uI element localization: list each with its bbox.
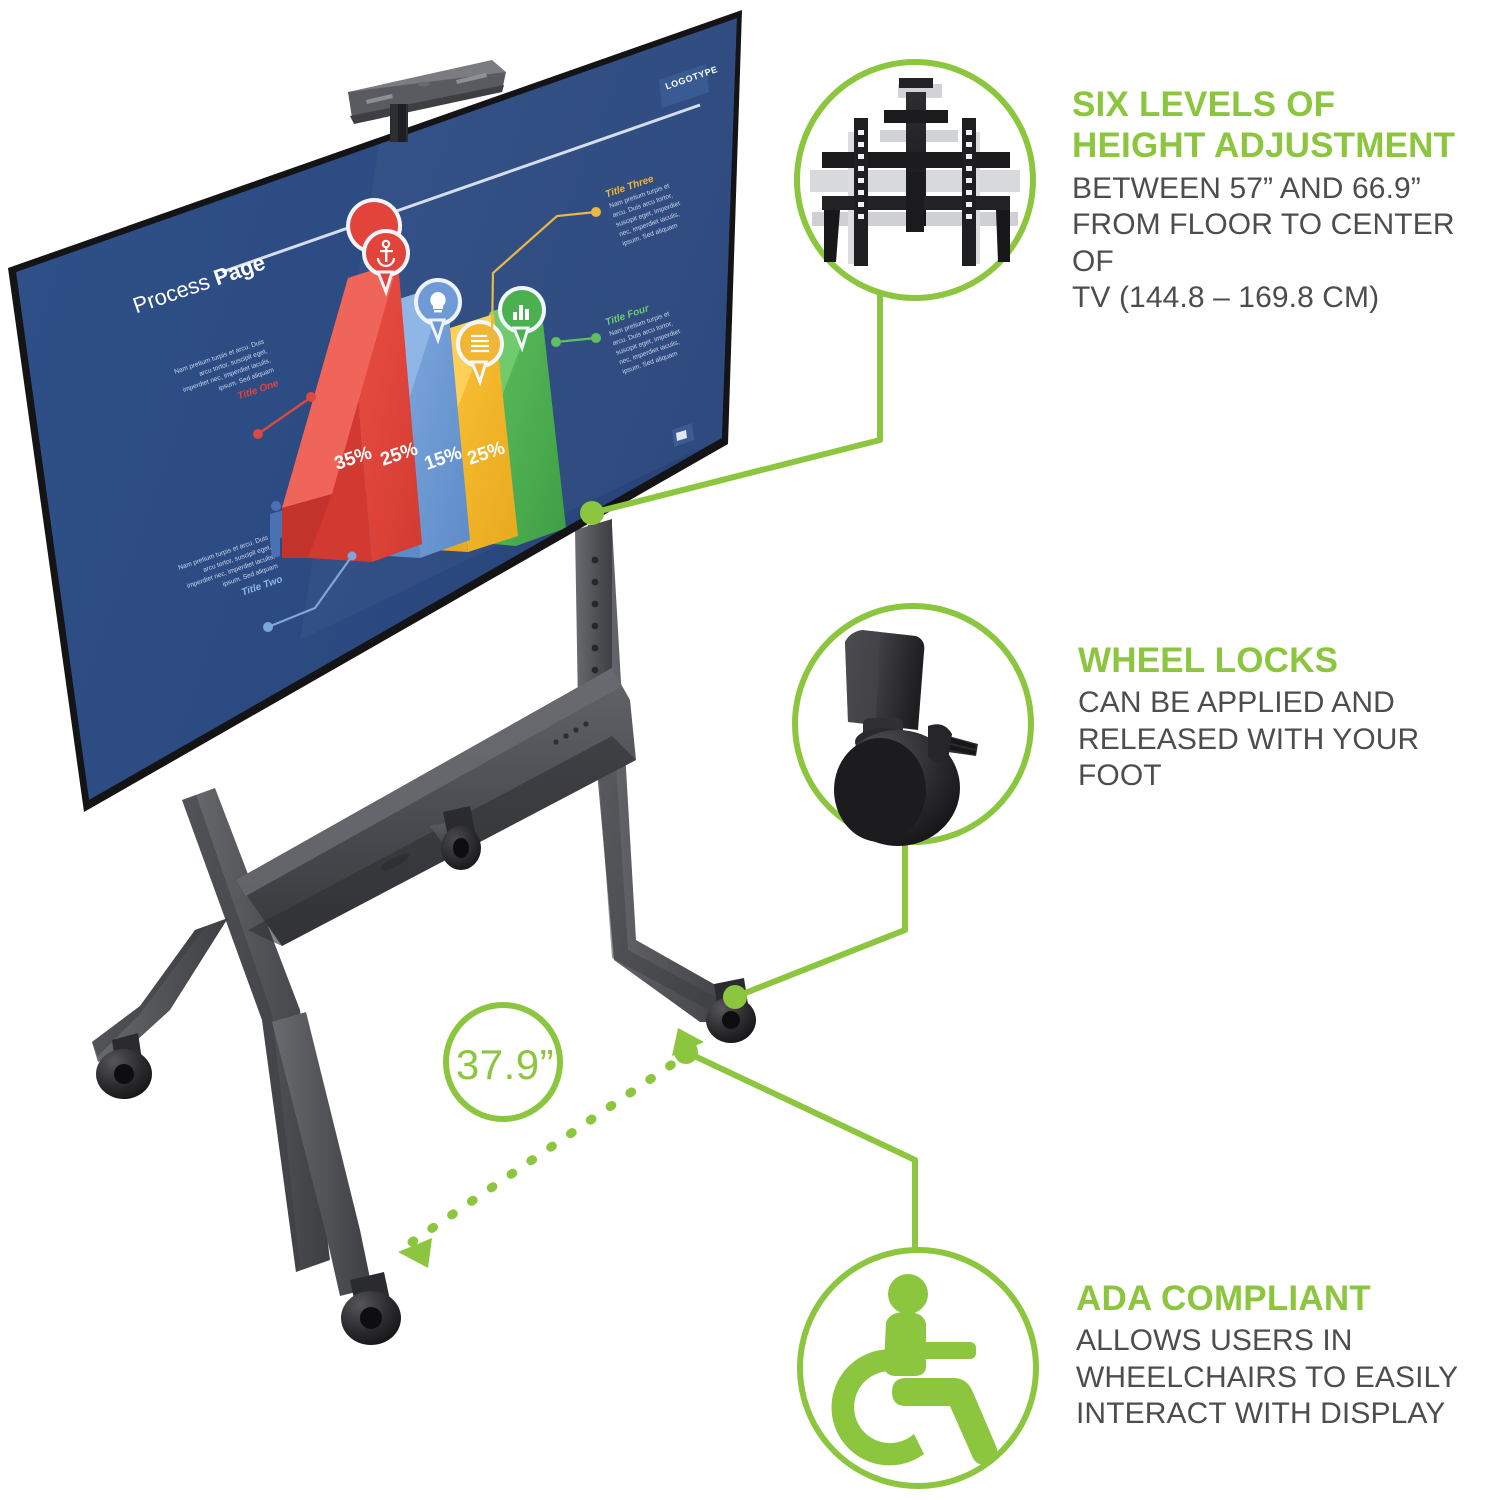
callout-ada-body: ALLOWS USERS IN WHEELCHAIRS TO EASILY IN… bbox=[1076, 1323, 1476, 1433]
slide-leader-title-three bbox=[487, 207, 601, 341]
bar-title-one bbox=[282, 262, 422, 562]
callout-height-title: SIX LEVELS OF HEIGHT ADJUSTMENT bbox=[1072, 84, 1482, 167]
slide-title-regular: Process bbox=[129, 266, 219, 319]
tv-wall-mount-bracket-icon bbox=[810, 78, 1020, 266]
callout-wheel-body: CAN BE APPLIED AND RELEASED WITH YOUR FO… bbox=[1078, 685, 1478, 795]
callout-height-body-line-3: TV (144.8 – 169.8 CM) bbox=[1072, 281, 1380, 315]
caster-wheel-lock-icon bbox=[834, 630, 978, 846]
callout-wheel-body-line-2: RELEASED WITH YOUR FOOT bbox=[1078, 722, 1420, 793]
callout-ada-compliant: ADA COMPLIANT ALLOWS USERS IN WHEELCHAIR… bbox=[1076, 1278, 1476, 1433]
pin-lightbulb bbox=[414, 278, 462, 345]
callout-ada-body-line-3: INTERACT WITH DISPLAY bbox=[1076, 1397, 1446, 1431]
wheelchair-accessibility-icon bbox=[831, 1274, 998, 1466]
stand-base-left-leg bbox=[92, 918, 228, 1062]
callout-ada-body-line-2: WHEELCHAIRS TO EASILY bbox=[1076, 1360, 1459, 1394]
slide-title-bold: Page bbox=[210, 249, 269, 291]
callout-2-icon-circle bbox=[792, 603, 1034, 846]
height-adjustment-holes bbox=[591, 556, 599, 674]
slide-leader-title-two bbox=[263, 551, 357, 632]
base-width-label: 37.9” bbox=[455, 1041, 555, 1088]
pin-anchor bbox=[346, 198, 410, 297]
anchor-dot-height bbox=[580, 501, 604, 525]
callout-height-title-line-2: HEIGHT ADJUSTMENT bbox=[1072, 126, 1456, 166]
tv-cart-stand bbox=[92, 519, 756, 1345]
callout-ada-body-line-1: ALLOWS USERS IN bbox=[1076, 1324, 1353, 1358]
accessory-tray bbox=[236, 668, 636, 946]
list-icon bbox=[471, 334, 489, 353]
callout-height-body-line-1: BETWEEN 57” AND 66.9” bbox=[1072, 171, 1421, 205]
base-width-dimension bbox=[398, 1002, 704, 1268]
bar-chart-icon bbox=[513, 305, 529, 320]
slide-artwork: 35% 25% 15% 25% bbox=[221, 64, 709, 632]
callout-height-body: BETWEEN 57” AND 66.9” FROM FLOOR TO CENT… bbox=[1072, 171, 1482, 317]
caster-wheel-front bbox=[341, 1272, 401, 1345]
slide-leader-title-one bbox=[253, 392, 316, 439]
anchor-dot-wheel bbox=[723, 985, 747, 1009]
caster-wheel-left bbox=[96, 1033, 152, 1099]
dimension-badge-circle bbox=[443, 1002, 563, 1122]
dimension-arrow-right bbox=[672, 1028, 704, 1056]
callout-height-title-line-1: SIX LEVELS OF bbox=[1072, 85, 1336, 124]
callout-3-icon-circle bbox=[797, 1247, 1039, 1489]
stand-base-front-rail bbox=[272, 1012, 372, 1296]
camera-shelf bbox=[348, 60, 506, 142]
height-adjust-column bbox=[575, 519, 612, 706]
callout-height-body-line-2: FROM FLOOR TO CENTER OF bbox=[1072, 208, 1455, 278]
callout-wheel-title: WHEEL LOCKS bbox=[1078, 641, 1339, 680]
anchor-icon bbox=[376, 239, 396, 268]
display-panel: 35% 25% 15% 25% bbox=[8, 10, 742, 812]
dimension-arrow-left bbox=[398, 1238, 432, 1268]
lightbulb-icon bbox=[430, 292, 446, 313]
stand-left-post bbox=[182, 788, 330, 1272]
callout-wheel-locks: WHEEL LOCKS CAN BE APPLIED AND RELEASED … bbox=[1078, 640, 1478, 795]
slide-leader-title-four bbox=[551, 333, 601, 347]
callout-wheel-body-line-1: CAN BE APPLIED AND bbox=[1078, 686, 1395, 720]
slide-logotype-badge bbox=[659, 64, 709, 108]
callout-height-adjustment: SIX LEVELS OF HEIGHT ADJUSTMENT BETWEEN … bbox=[1072, 84, 1482, 317]
caster-wheel-mid bbox=[441, 806, 481, 870]
callout-ada-title: ADA COMPLIANT bbox=[1076, 1279, 1371, 1318]
callout-1-icon-circle bbox=[794, 59, 1036, 301]
pin-bar-chart bbox=[498, 286, 546, 353]
